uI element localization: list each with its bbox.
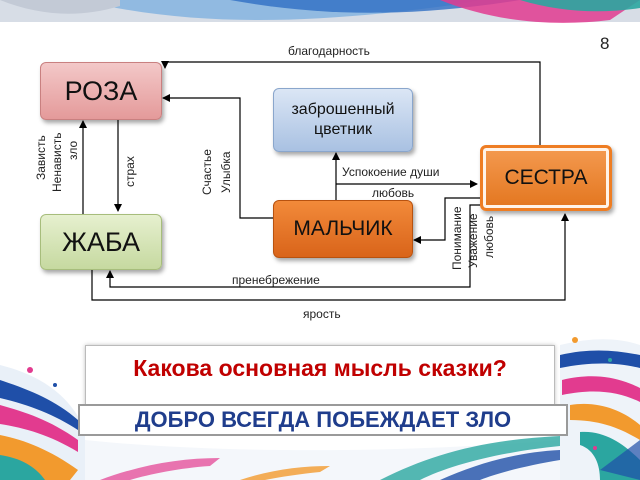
node-roza-label: РОЗА — [65, 76, 138, 107]
label-uvazhenie: Уважение — [467, 213, 479, 268]
label-prenebrezhenie: пренебрежение — [232, 273, 320, 287]
label-ponimanie: Понимание — [451, 206, 463, 270]
label-zlo: зло — [67, 141, 79, 160]
label-ulybka: Улыбка — [220, 151, 232, 193]
node-zabroshennyi-tsvetnik: заброшенный цветник — [273, 88, 413, 152]
question-box: Какова основная мысль сказки? — [85, 345, 555, 407]
label-schastie: Счастье — [201, 149, 213, 195]
label-zavist: Зависть — [35, 135, 47, 180]
node-tsvetnik-label-line2: цветник — [291, 120, 394, 140]
answer-box: ДОБРО ВСЕГДА ПОБЕЖДАЕТ ЗЛО — [78, 404, 568, 436]
label-lyubov-malchik: любовь — [372, 186, 414, 200]
answer-text: ДОБРО ВСЕГДА ПОБЕЖДАЕТ ЗЛО — [135, 407, 511, 433]
node-sestra: СЕСТРА — [480, 145, 612, 211]
question-text: Какова основная мысль сказки? — [86, 354, 554, 382]
node-roza: РОЗА — [40, 62, 162, 120]
label-yarost: ярость — [303, 307, 341, 321]
node-sestra-label: СЕСТРА — [504, 166, 587, 190]
label-strakh: страх — [124, 156, 136, 187]
edge-schastie-ulybka — [163, 98, 273, 218]
label-uspokoenie: Успокоение души — [342, 165, 439, 179]
label-nenavist: Ненависть — [51, 133, 63, 192]
node-malchik-label: МАЛЬЧИК — [293, 217, 392, 241]
node-tsvetnik-label-line1: заброшенный — [291, 100, 394, 120]
label-blagodarnost: благодарность — [288, 44, 370, 58]
node-zhaba-label: ЖАБА — [62, 227, 140, 258]
node-zhaba: ЖАБА — [40, 214, 162, 270]
label-lyubov-sestra: любовь — [483, 216, 495, 258]
node-malchik: МАЛЬЧИК — [273, 200, 413, 258]
